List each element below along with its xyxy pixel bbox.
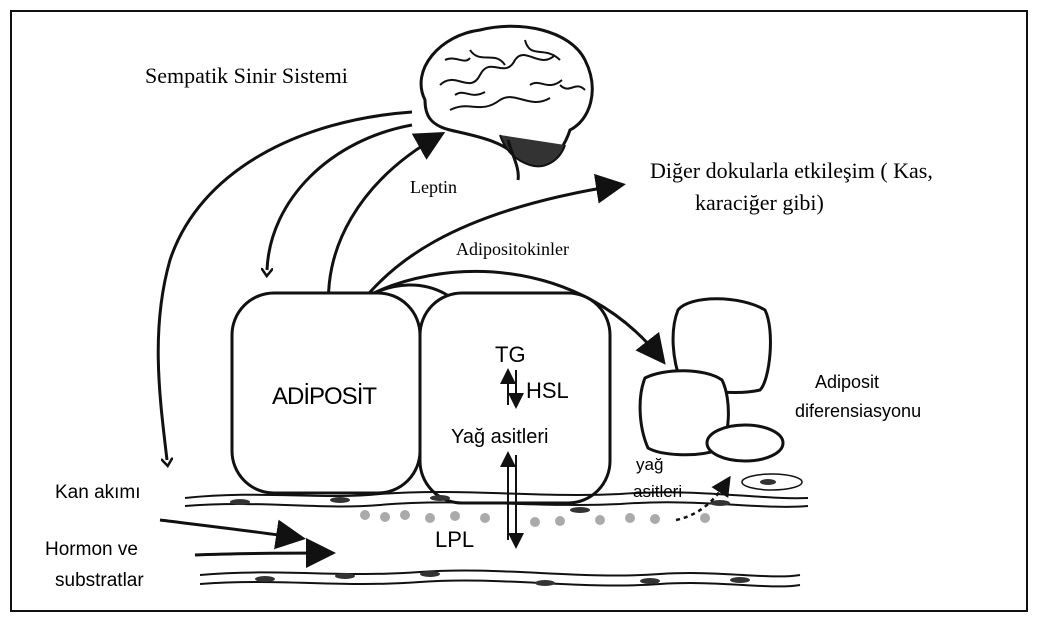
blood-flow-arrow bbox=[160, 520, 300, 538]
differentiation-label-line2: diferensiasyonu bbox=[795, 401, 921, 421]
differentiation-cells-icon bbox=[640, 299, 802, 490]
fatty-acids-label: Yağ asitleri bbox=[451, 426, 548, 448]
blood-flow-label: Kan akımı bbox=[55, 482, 141, 503]
lpl-label: LPL bbox=[435, 527, 474, 552]
tg-label: TG bbox=[495, 342, 526, 367]
hormone-arrow bbox=[195, 553, 330, 555]
blood-vessel-wall-bottom bbox=[200, 570, 800, 586]
leptin-label: Leptin bbox=[410, 177, 457, 197]
sympathetic-to-adipocyte-arrow bbox=[267, 125, 412, 270]
small-fatty-acids-label-line1: yağ bbox=[636, 455, 663, 474]
differentiation-label-line1: Adiposit bbox=[815, 372, 879, 392]
adipocyte-label: ADİPOSİT bbox=[272, 383, 377, 410]
hormones-label-line1: Hormon ve bbox=[45, 539, 138, 560]
hormones-label-line2: substratlar bbox=[55, 570, 144, 591]
other-tissues-label-line1: Diğer dokularla etkileşim ( Kas, bbox=[650, 158, 933, 183]
hsl-label: HSL bbox=[526, 378, 569, 403]
adipokines-label: Adipositokinler bbox=[456, 239, 569, 259]
sympathetic-label: Sempatik Sinir Sistemi bbox=[145, 63, 348, 88]
small-fatty-acids-label-line2: asitleri bbox=[633, 482, 682, 501]
other-tissues-label-line2: karaciğer gibi) bbox=[695, 190, 824, 215]
brain-icon bbox=[421, 26, 592, 180]
